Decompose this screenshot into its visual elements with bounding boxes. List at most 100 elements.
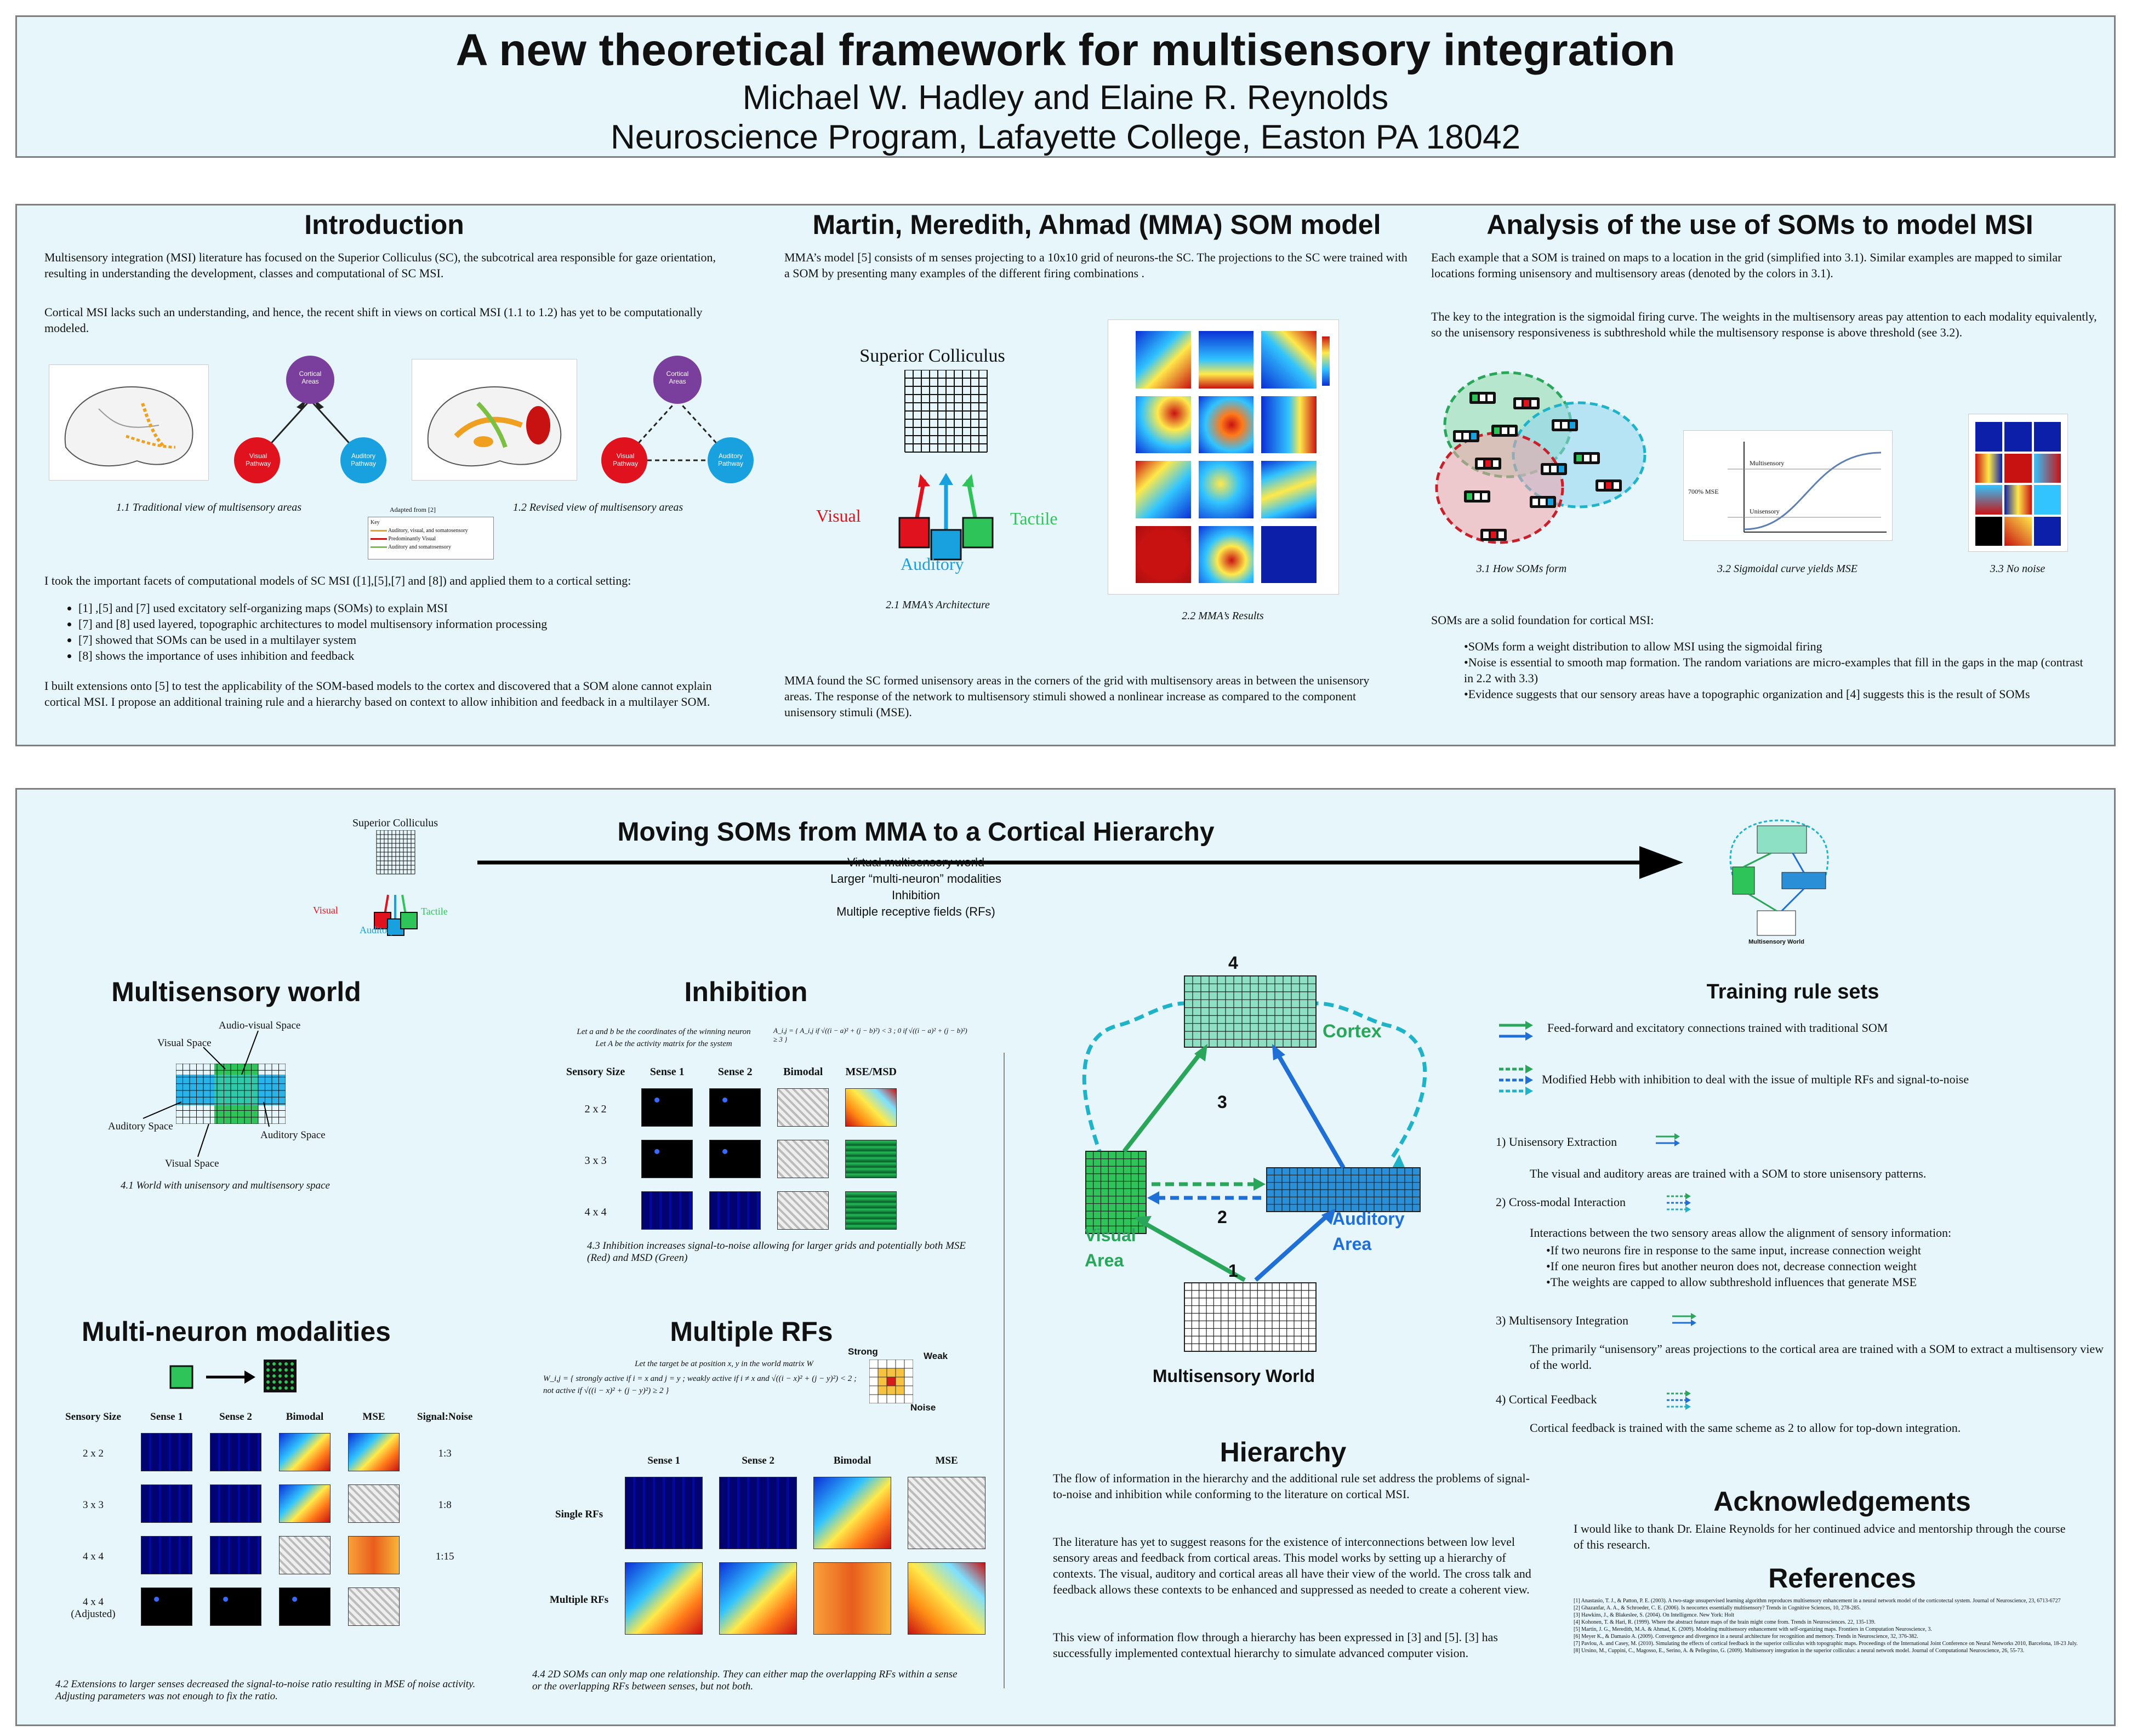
intro-bullet: [7] and [8] used layered, topographic ar…: [78, 616, 758, 632]
mn-col-header: Bimodal: [286, 1411, 324, 1423]
inh-plot: [777, 1191, 829, 1230]
ref-item: [1] Anastasio, T. J., & Patton, P. E. (2…: [1574, 1598, 2061, 1604]
msworld-heading: Multisensory world: [111, 976, 361, 1007]
rule-1-title: 1) Unisensory Extraction: [1496, 1135, 1617, 1149]
mn-plot: [141, 1587, 192, 1626]
ref-item: [7] Pavlou, A. and Casey, M. (2010). Sim…: [1574, 1641, 2078, 1647]
analysis-p3: SOMs are a solid foundation for cortical…: [1431, 613, 1654, 627]
fig-1-1-caption: 1.1 Traditional view of multisensory are…: [116, 501, 302, 513]
mma-tactile-label: Tactile: [1010, 509, 1058, 528]
rule-2-arrows: [1667, 1193, 1691, 1213]
poster-authors: Michael W. Hadley and Elaine R. Reynolds: [742, 79, 1389, 117]
mn-col-header: Sense 1: [150, 1411, 183, 1423]
intro-p1: Multisensory integration (MSI) literatur…: [44, 250, 716, 280]
mn-plot: [141, 1536, 192, 1574]
colorbar: [1322, 336, 1330, 386]
moving-line-1: Virtual multisensory world: [847, 855, 985, 869]
cortex-label: Cortex: [1323, 1021, 1382, 1042]
inh-row-label: 4 x 4: [584, 1206, 607, 1218]
mma-heading: Martin, Meredith, Ahmad (MMA) SOM model: [812, 209, 1381, 240]
visual-space-bottom-label: Visual Space: [165, 1158, 219, 1169]
multineuron-table: Sensory Size Sense 1 Sense 2 Bimodal MSE…: [50, 1403, 486, 1637]
heatmap-grid: [1136, 331, 1317, 583]
inhibition-eq3: A_i,j = { A_i,j if √((i − a)² + (j − b)²…: [773, 1026, 967, 1043]
inh-col-header: Sense 1: [649, 1066, 685, 1078]
mn-plot: [210, 1536, 261, 1574]
rf-row-label: Single RFs: [555, 1509, 603, 1520]
inh-plot: [845, 1140, 897, 1178]
rule-1-text: The visual and auditory areas are traine…: [1530, 1167, 1927, 1180]
mn-col-header: MSE: [362, 1411, 385, 1423]
mn-plot: [210, 1484, 261, 1523]
intro-p4: I built extensions onto [5] to test the …: [44, 679, 712, 709]
av-space-label: Audio-visual Space: [219, 1020, 301, 1031]
moving-line-3: Inhibition: [891, 888, 941, 902]
rf-plot: [719, 1477, 797, 1549]
inh-plot: [777, 1088, 829, 1127]
inhibition-table: Sensory Size Sense 1 Sense 2 Bimodal MSE…: [554, 1058, 909, 1241]
mn-col-header: Signal:Noise: [417, 1411, 473, 1423]
inh-plot: [709, 1140, 761, 1178]
num-2: 2: [1217, 1207, 1227, 1227]
rule-4-arrows: [1667, 1390, 1691, 1410]
hierarchy-p2: The literature has yet to suggest reason…: [1053, 1535, 1531, 1596]
mini-auditory-label: Auditory: [360, 924, 395, 935]
mn-plot: [279, 1484, 331, 1523]
ref-item: [6] Meyer K., & Damasio A. (2009). Conve…: [1574, 1634, 1918, 1640]
rule-3-text: The primarily “unisensory” areas project…: [1530, 1342, 2104, 1372]
inhibition-eq1: Let a and b be the coordinates of the wi…: [577, 1027, 751, 1036]
refs-list: [1] Anastasio, T. J., & Patton, P. E. (2…: [1574, 1597, 2078, 1654]
mma-p2: MMA found the SC formed unisensory areas…: [784, 673, 1370, 719]
strong-label: Strong: [848, 1346, 878, 1357]
key-box: Key Auditory, visual, and somatosensory …: [368, 517, 494, 559]
hierarchy-diagram: [1082, 975, 1427, 1352]
mma-architecture: [898, 370, 994, 561]
rf-col-header: Bimodal: [833, 1455, 871, 1466]
sc-label: Superior Colliculus: [859, 346, 1005, 366]
intro-bullet: [8] shows the importance of uses inhibit…: [78, 648, 758, 664]
hierarchy-heading: Hierarchy: [1220, 1437, 1347, 1467]
rule-1-arrows: [1656, 1133, 1680, 1146]
rule-2-bullets: •If two neurons fire in response to the …: [1546, 1242, 2094, 1290]
rf-col-header: MSE: [935, 1455, 958, 1466]
mn-plot: [348, 1433, 400, 1471]
fig-4-1-caption: 4.1 World with unisensory and multisenso…: [121, 1180, 330, 1191]
inh-row-label: 2 x 2: [584, 1103, 607, 1115]
num-3: 3: [1217, 1092, 1227, 1112]
hierarchy-p1: The flow of information in the hierarchy…: [1053, 1471, 1530, 1501]
mn-col-header: Sense 2: [219, 1411, 252, 1423]
multirf-table: Sense 1 Sense 2 Bimodal MSE Single RFs M…: [538, 1447, 998, 1646]
analysis-p2: The key to the integration is the sigmoi…: [1431, 310, 2097, 339]
analysis-bullet: •Evidence suggests that our sensory area…: [1464, 687, 2030, 701]
inhibition-eq2: Let A be the activity matrix for the sys…: [595, 1040, 732, 1048]
cortical-areas-label-1: Cortical Areas: [299, 370, 322, 385]
ack-heading: Acknowledgements: [1713, 1486, 1971, 1517]
rf-plot: [719, 1562, 797, 1635]
ref-item: [5] Martin, J. G., Meredith, M.A. & Ahma…: [1574, 1626, 1932, 1632]
fig-4-2-caption: 4.2 Extensions to larger senses decrease…: [55, 1678, 476, 1702]
fig-4-4-caption: 4.4 2D SOMs can only map one relationshi…: [532, 1669, 958, 1692]
inh-row-label: 3 x 3: [584, 1154, 607, 1167]
ref-item: [8] Ursino, M., Cuppini, C., Magosso, E.…: [1574, 1648, 2025, 1654]
sigmoid-mse-label: 700% MSE: [1688, 488, 1719, 495]
mn-signal-noise: 1:8: [438, 1499, 452, 1511]
key-item-3: Auditory and somatosensory: [371, 543, 491, 551]
mn-row-label: 2 x 2: [83, 1448, 104, 1459]
rf-col-header: Sense 1: [647, 1455, 680, 1466]
mn-signal-noise: 1:15: [435, 1551, 454, 1562]
intro-p2: Cortical MSI lacks such an understanding…: [44, 305, 703, 335]
rule-3-arrows: [1672, 1313, 1696, 1326]
mini-world-label: Multisensory World: [1748, 939, 1804, 945]
mn-plot: [141, 1433, 192, 1471]
inh-col-header: MSE/MSD: [845, 1066, 897, 1078]
mn-plot: [279, 1433, 331, 1471]
num-4: 4: [1228, 953, 1238, 973]
poster-affiliation: Neuroscience Program, Lafayette College,…: [610, 118, 1521, 156]
rule-4-text: Cortical feedback is trained with the sa…: [1530, 1421, 1961, 1435]
no-noise-plot: [1968, 414, 2068, 552]
msworld-grid: [176, 1064, 286, 1124]
rule-2-bullet: •The weights are capped to allow subthre…: [1546, 1275, 1917, 1289]
intro-heading: Introduction: [304, 209, 464, 240]
key-title: Key: [371, 519, 380, 526]
sigmoid-unisensory-label: Unisensory: [1750, 507, 1780, 515]
